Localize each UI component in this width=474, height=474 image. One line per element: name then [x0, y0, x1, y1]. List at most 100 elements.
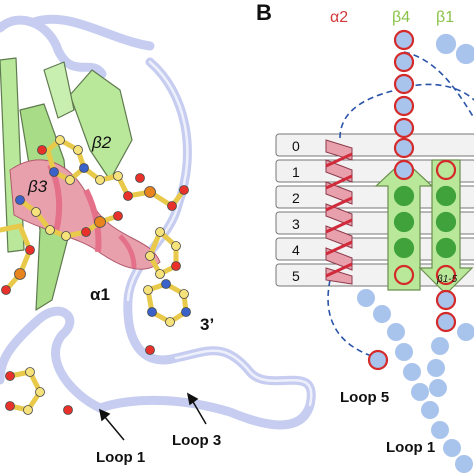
residue-green: [435, 185, 457, 207]
residue-blue: [435, 33, 457, 55]
label-loop1-a: Loop 1: [96, 449, 145, 466]
beta-strand-mid: [43, 61, 75, 119]
beta-strand-left: [0, 57, 25, 253]
carbon-atom: [95, 175, 105, 185]
beta1-residues: [435, 33, 474, 333]
oxygen-atom: [1, 285, 11, 295]
residue-green: [393, 211, 415, 233]
helix-segment: [325, 203, 353, 227]
carbon-atom: [25, 367, 35, 377]
carbon-atom: [23, 405, 33, 415]
layer-label-2: 2: [292, 190, 300, 206]
label-loop3-a: Loop 3: [172, 432, 221, 449]
helix-segment: [325, 247, 353, 271]
beta-strand-2: [69, 69, 133, 181]
residue-ring: [367, 349, 389, 371]
layer-label-5: 5: [292, 268, 300, 284]
carbon-atom: [35, 387, 45, 397]
residue-green: [435, 211, 457, 233]
nitrogen-atom: [147, 307, 157, 317]
oxygen-atom: [113, 211, 123, 221]
loop-tube-loop1: [0, 306, 105, 413]
label-alpha1: α1: [90, 285, 110, 304]
panel-b: B α2 β4 β1 0 1 2 3 4 5: [256, 0, 474, 473]
carbon-atom: [155, 227, 165, 237]
loop-tube-top: [0, 15, 107, 79]
carbon-atom: [55, 135, 65, 145]
arrow-loop3-head: [186, 392, 199, 406]
residue-blue: [455, 455, 473, 473]
carbon-atom: [65, 175, 75, 185]
phosphorus-atom: [14, 268, 26, 280]
residue-blue: [357, 289, 375, 307]
beta4-residues: [393, 29, 415, 286]
residue-blue: [443, 439, 461, 457]
oxygen-atom: [25, 245, 35, 255]
dashed-connectors: [327, 51, 474, 359]
residue-blue: [431, 421, 449, 439]
residue-blue: [411, 383, 429, 401]
helix-backbone: [325, 152, 353, 278]
residue-blue: [393, 29, 415, 51]
oxygen-atom: [123, 191, 133, 201]
residue-ring: [435, 289, 457, 311]
oxygen-atom: [81, 227, 91, 237]
oxygen-atom: [179, 185, 189, 195]
carbon-atom: [143, 285, 153, 295]
phosphorus-atom: [144, 186, 156, 198]
label-three-prime: 3’: [200, 315, 214, 334]
nitrogen-atom: [49, 167, 59, 177]
residue-blue: [395, 343, 413, 361]
carbon-atom: [171, 241, 181, 251]
residue-green: [393, 237, 415, 259]
residue-blue: [431, 337, 449, 355]
header-beta4: β4: [392, 9, 410, 26]
residue-blue: [455, 43, 474, 65]
helix-segment: [325, 139, 353, 161]
residue-blue: [387, 323, 405, 341]
residue-ring: [435, 264, 457, 286]
annotation-arrows: [98, 392, 207, 441]
label-loop5: Loop 5: [340, 389, 389, 406]
residue-ring: [435, 159, 457, 181]
oxygen-atom: [167, 201, 177, 211]
header-beta1: β1: [436, 9, 454, 26]
residue-blue: [421, 401, 439, 419]
carbon-atom: [113, 171, 123, 181]
residue-blue: [393, 159, 415, 181]
residue-blue: [393, 51, 415, 73]
residue-blue: [429, 379, 447, 397]
carbon-atom: [73, 145, 83, 155]
oxygen-atom: [63, 405, 73, 415]
helix-segment: [325, 159, 353, 183]
nitrogen-atom: [15, 195, 25, 205]
panel-a: β2 β3 α1 3’ Loop 1 Loop 3: [0, 14, 316, 466]
dashed-line-loop5: [327, 279, 379, 359]
dashed-line-right: [403, 51, 474, 119]
arrow-loop1: [103, 415, 125, 441]
residue-blue: [393, 95, 415, 117]
oxygen-atom: [145, 345, 155, 355]
residue-green: [435, 237, 457, 259]
beta1-5-badge: β1-5: [436, 274, 458, 285]
residue-blue: [427, 359, 445, 377]
residue-blue: [373, 305, 391, 323]
nitrogen-atom: [161, 279, 171, 289]
layer-label-3: 3: [292, 216, 300, 232]
nitrogen-atom: [181, 307, 191, 317]
panel-b-letter: B: [256, 0, 272, 25]
carbon-atom: [61, 231, 71, 241]
oxygen-atom: [135, 173, 145, 183]
loop-tube-upper: [29, 14, 155, 51]
carbon-atom: [145, 251, 155, 261]
carbon-atom: [155, 269, 165, 279]
residue-blue: [393, 73, 415, 95]
layer-label-0: 0: [292, 138, 300, 154]
arrow-loop1-head: [98, 408, 111, 422]
label-beta3: β3: [27, 177, 48, 196]
residue-green: [393, 185, 415, 207]
carbon-atom: [45, 225, 55, 235]
carbon-atom: [179, 289, 189, 299]
residue-blue: [457, 323, 474, 341]
